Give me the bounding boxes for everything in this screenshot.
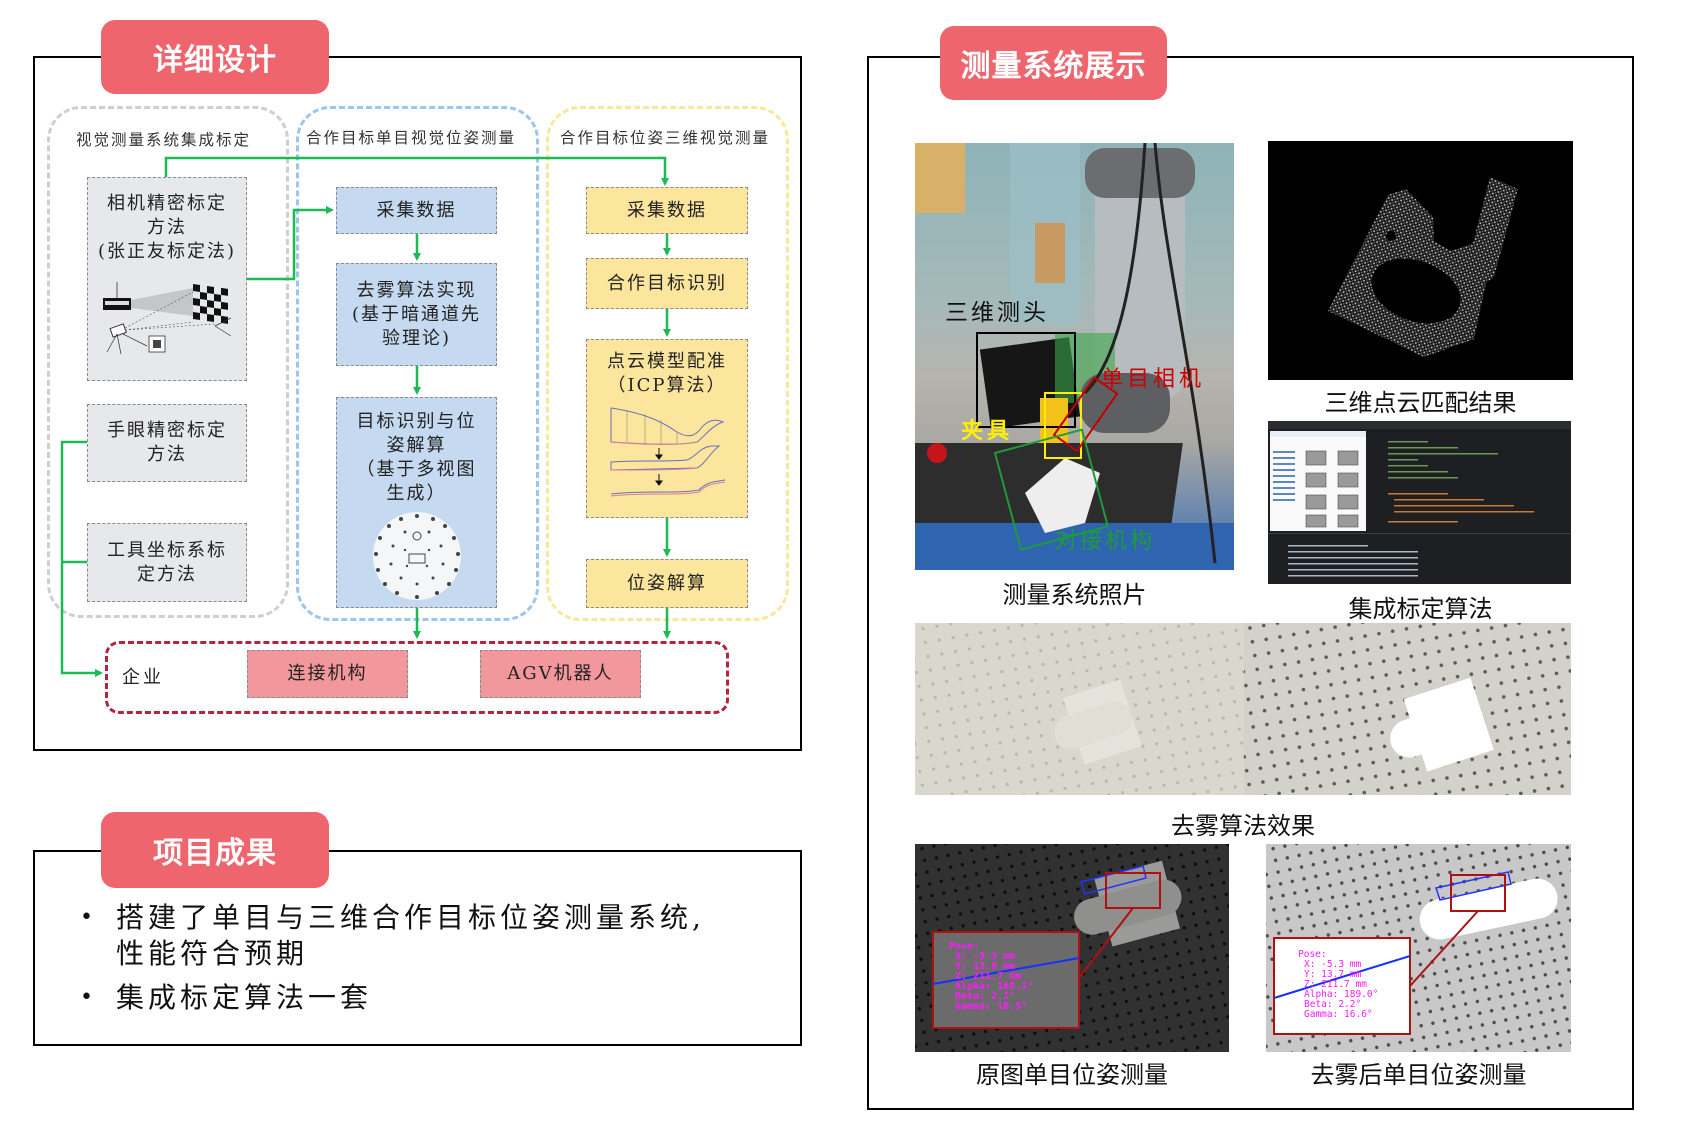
caption-dehaze: 去雾算法效果 <box>1171 812 1315 840</box>
node-text: 采集数据 <box>627 199 707 221</box>
original-pose-image: Pose: X: -5.3 mm Y: 13.8 mm Z: 211.7 mm … <box>915 844 1229 1052</box>
node-text: 工具坐标系标 <box>107 539 227 561</box>
pose-line: Z: 211.7 mm <box>1304 979 1367 990</box>
results-list: 搭建了单目与三维合作目标位姿测量系统, 性能符合预期 集成标定算法一套 <box>80 900 780 1024</box>
enterprise-label: 企业 <box>122 667 164 688</box>
pose-line: Y: 13.7 mm <box>1304 969 1362 980</box>
node-text: （基于多视图 <box>356 459 477 480</box>
arrow-camera-to-mono <box>247 206 334 281</box>
point-cloud-image <box>1268 141 1573 380</box>
group-title-monocular: 合作目标单目视觉位姿测量 <box>306 129 517 147</box>
original-pose-drawing <box>915 844 1229 1052</box>
node-text: AGV机器人 <box>507 663 614 684</box>
node-tool-frame-calibration: 工具坐标系标 定方法 <box>87 523 247 602</box>
dehaze-comparison-image <box>915 623 1571 795</box>
icp-alignment-illustration <box>610 407 726 497</box>
dehazed-pose-drawing <box>1266 844 1571 1052</box>
node-camera-calibration: 相机精密标定 方法 (张正友标定法) <box>87 177 247 381</box>
node-stereo-pose-solve: 位姿解算 <box>586 559 748 608</box>
ide-drawing <box>1268 421 1571 577</box>
results-item: 集成标定算法一套 <box>80 980 780 1016</box>
design-title: 详细设计 <box>153 43 277 78</box>
node-stereo-collect-data: 采集数据 <box>586 187 748 234</box>
showcase-title: 测量系统展示 <box>960 49 1147 84</box>
group-title-stereo: 合作目标位姿三维视觉测量 <box>560 129 771 147</box>
calibration-code-screenshot <box>1268 421 1571 584</box>
caption-point-cloud: 三维点云匹配结果 <box>1324 389 1517 417</box>
pose-line: Gamma: 16.6° <box>1304 1009 1373 1020</box>
pose-readout-dehazed: Pose: X: -5.3 mm Y: 13.7 mm Z: 211.7 mm … <box>1298 950 1378 1020</box>
node-mono-target-recognition: 目标识别与位 姿解算 （基于多视图 生成） <box>336 397 497 608</box>
pose-line: X: -5.3 mm <box>1304 959 1362 970</box>
group-title-calibration: 视觉测量系统集成标定 <box>76 131 252 149</box>
flow-connectors <box>60 156 671 677</box>
results-badge: 项目成果 <box>101 812 329 888</box>
results-title: 项目成果 <box>153 836 277 871</box>
results-item-line: 集成标定算法一套 <box>116 981 373 1014</box>
node-text: 合作目标识别 <box>607 272 727 294</box>
pose-readout-original: Pose: X: -5.3 mm Y: 13.8 mm Z: 211.7 mm … <box>949 942 1033 1012</box>
node-text: 生成） <box>386 483 447 504</box>
node-stereo-target-recognition: 合作目标识别 <box>586 258 748 309</box>
node-text: 定方法 <box>137 563 197 585</box>
node-text: 方法 <box>147 444 187 465</box>
pose-line: Alpha: 189.0° <box>1304 989 1379 1000</box>
node-text: (基于暗通道先 <box>351 303 482 325</box>
node-text: 姿解算 <box>386 435 447 456</box>
results-item-line: 性能符合预期 <box>116 937 309 970</box>
dehaze-drawing <box>915 623 1571 795</box>
pose-line: Y: 13.8 mm <box>955 961 1016 972</box>
pose-line: X: -5.3 mm <box>955 951 1016 962</box>
caption-calibration-code: 集成标定算法 <box>1348 595 1493 623</box>
caption-system-photo: 测量系统照片 <box>1002 581 1147 609</box>
pose-title: Pose: <box>1298 949 1327 960</box>
node-text: 位姿解算 <box>627 572 707 594</box>
showcase-badge: 测量系统展示 <box>940 26 1167 100</box>
node-text: (张正友标定法) <box>97 241 237 262</box>
node-text: 手眼精密标定 <box>107 420 227 441</box>
node-text: 连接机构 <box>287 663 368 684</box>
label-docking-mechanism: 对接机构 <box>1055 529 1156 554</box>
results-item-line: 搭建了单目与三维合作目标位姿测量系统, <box>116 901 705 934</box>
pose-line: Alpha: 189.1° <box>955 981 1034 992</box>
arrow-camera-to-stereo <box>164 156 669 186</box>
label-mono-camera: 单目相机 <box>1101 367 1206 392</box>
node-handeye-calibration: 手眼精密标定 方法 <box>87 404 247 482</box>
pose-title: Pose: <box>949 941 980 952</box>
node-text: 目标识别与位 <box>356 411 477 432</box>
node-text: 验理论) <box>381 327 452 349</box>
node-text: 去雾算法实现 <box>356 279 477 301</box>
node-text: 采集数据 <box>376 199 457 221</box>
node-stereo-icp-registration: 点云模型配准 （ICP算法） <box>586 339 748 518</box>
label-3d-probe: 三维测头 <box>945 300 1049 326</box>
label-fixture: 夹具 <box>961 418 1014 444</box>
pose-line: Beta: 2.2° <box>1304 999 1362 1010</box>
arrow-handeye-tool-to-enterprise <box>60 440 103 677</box>
node-text: （ICP算法） <box>607 375 727 396</box>
pose-line: Gamma: 16.5° <box>955 1001 1028 1012</box>
pose-line: Z: 211.7 mm <box>955 971 1022 982</box>
design-badge: 详细设计 <box>101 20 329 94</box>
system-photo: 三维测头 单目相机 夹具 对接机构 <box>915 143 1234 570</box>
pose-line: Beta: 2.1° <box>955 991 1016 1002</box>
node-text: 相机精密标定 <box>107 193 227 214</box>
node-docking-mechanism: 连接机构 <box>247 650 408 698</box>
enterprise-group <box>105 641 729 714</box>
caption-original-pose: 原图单目位姿测量 <box>976 1061 1168 1089</box>
dehazed-pose-image: Pose: X: -5.3 mm Y: 13.7 mm Z: 211.7 mm … <box>1266 844 1571 1052</box>
node-text: 方法 <box>147 217 187 238</box>
node-text: 点云模型配准 <box>607 351 727 372</box>
checkerboard-calibration-illustration <box>103 282 232 355</box>
results-item: 搭建了单目与三维合作目标位姿测量系统, 性能符合预期 <box>80 900 780 972</box>
point-cloud-drawing <box>1328 177 1518 357</box>
system-photo-drawing <box>915 143 1234 570</box>
node-mono-collect-data: 采集数据 <box>336 187 497 234</box>
multiview-sphere-illustration <box>372 512 461 600</box>
caption-dehazed-pose: 去雾后单目位姿测量 <box>1310 1061 1527 1089</box>
node-agv-robot: AGV机器人 <box>480 650 641 698</box>
node-mono-dehaze: 去雾算法实现 (基于暗通道先 验理论) <box>336 263 497 366</box>
group-calibration <box>47 106 289 618</box>
